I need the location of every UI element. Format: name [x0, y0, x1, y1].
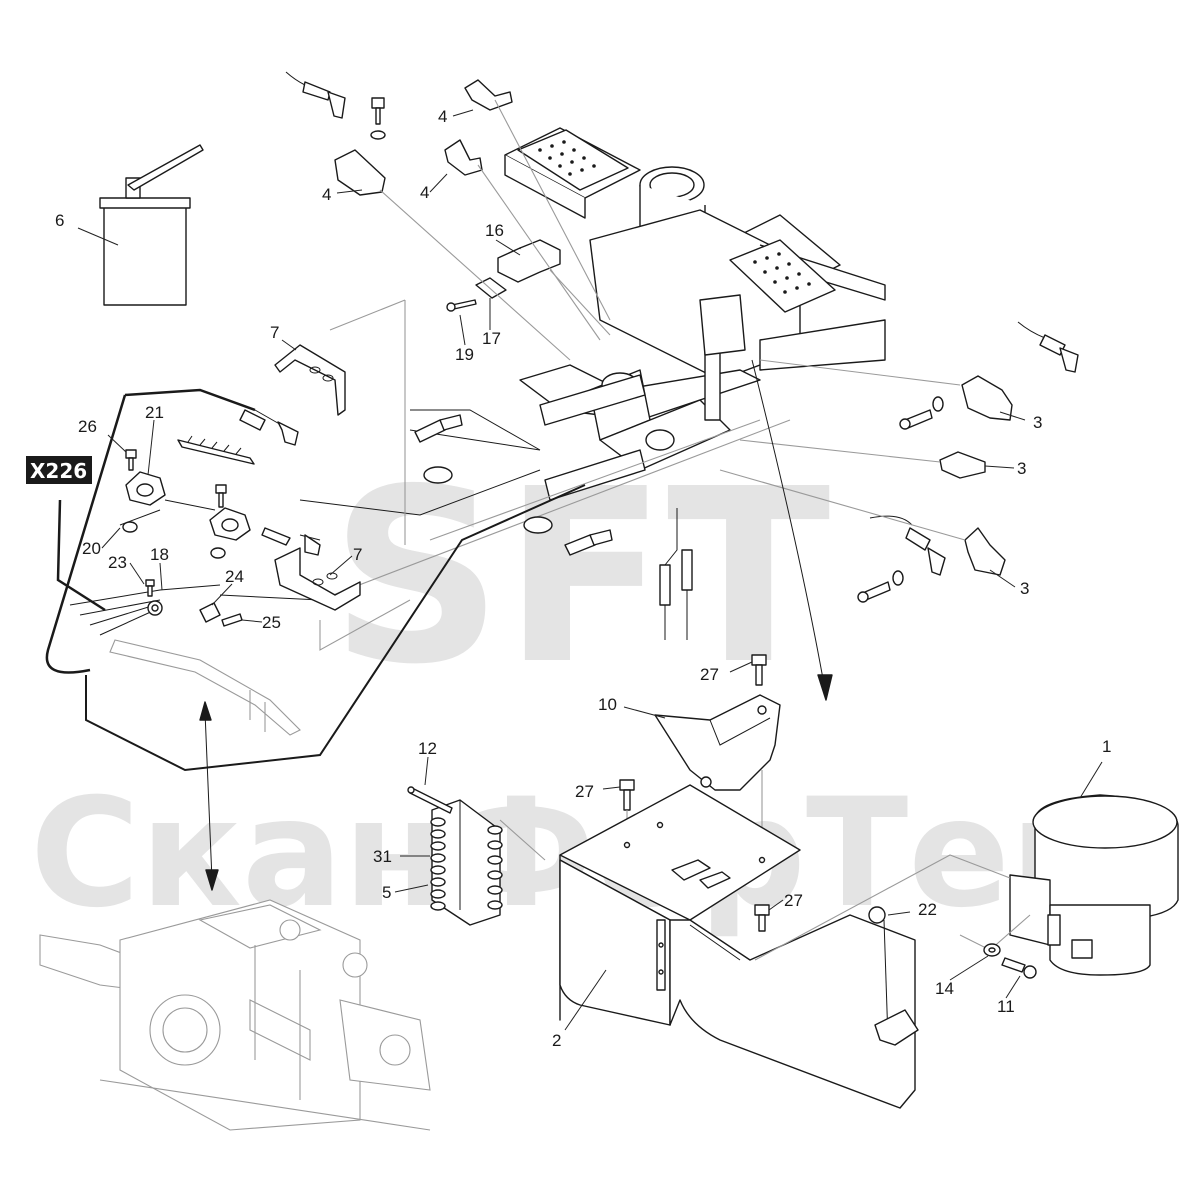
sensor-right-bottom — [857, 515, 1006, 603]
fitting-hose-top — [239, 409, 299, 446]
callout-3-top: 3 — [1033, 413, 1042, 432]
bracket-3-mid — [939, 451, 986, 479]
bolt-27-mid — [619, 779, 635, 811]
callout-20: 20 — [82, 539, 101, 558]
connector-tag-x226: X226 — [26, 456, 92, 484]
lube-lines — [69, 409, 321, 636]
sensor-right-top — [1017, 321, 1079, 373]
callout-27-low: 27 — [784, 891, 803, 910]
arrow-to-cover — [751, 359, 833, 701]
callout-11: 11 — [997, 997, 1015, 1016]
comb-strip — [177, 435, 255, 465]
callout-10: 10 — [598, 695, 617, 714]
tractor-rear — [39, 899, 431, 1131]
callout-3-mid: 3 — [1017, 459, 1026, 478]
washer-14 — [983, 943, 1001, 957]
connector-tag-label: X226 — [30, 459, 87, 483]
perforated-step-left — [517, 129, 629, 191]
fitting-24-25 — [199, 602, 243, 627]
callout-27-top: 27 — [700, 665, 719, 684]
hitch-rail — [109, 639, 301, 736]
bracket-4-mid — [444, 139, 483, 176]
perforated-step-right — [729, 239, 836, 313]
bolt-19 — [446, 299, 477, 312]
callout-1: 1 — [1102, 737, 1111, 756]
pump-reservoir — [99, 144, 204, 306]
bolt-27-top — [751, 654, 767, 686]
clamp-21 — [125, 471, 166, 506]
fitting-mid-left — [414, 414, 613, 556]
distributor-block — [407, 786, 503, 926]
bracket-4-top — [464, 79, 513, 111]
callout-26: 26 — [78, 417, 97, 436]
callout-2: 2 — [552, 1031, 561, 1050]
callout-4-top: 4 — [438, 107, 447, 126]
callout-7-bottom: 7 — [353, 545, 362, 564]
callout-labels: 1 2 3 3 3 4 4 4 5 6 7 7 10 11 12 14 16 1… — [55, 107, 1111, 1050]
clamp-16 — [497, 239, 561, 283]
bracket-7-top — [274, 344, 346, 416]
nuts — [122, 484, 227, 559]
grease-reservoir-1 — [754, 794, 1179, 976]
hinge — [656, 919, 666, 991]
callout-31: 31 — [373, 847, 392, 866]
callout-22: 22 — [918, 900, 937, 919]
callout-21: 21 — [145, 403, 164, 422]
callout-27-mid: 27 — [575, 782, 594, 801]
latch-22 — [868, 906, 919, 1046]
bolt-26 — [125, 449, 137, 471]
callout-12: 12 — [418, 739, 437, 758]
fitting-18 — [145, 579, 163, 616]
callout-3-bottom: 3 — [1020, 579, 1029, 598]
bolt-11 — [1001, 957, 1037, 979]
distributor-outlets — [430, 817, 503, 911]
callout-4-left: 4 — [322, 185, 331, 204]
callout-17: 17 — [482, 329, 501, 348]
arrow-to-tractor — [199, 701, 219, 891]
sensor-top — [285, 71, 386, 196]
callout-4-mid: 4 — [420, 183, 429, 202]
callout-24: 24 — [225, 567, 244, 586]
callout-6: 6 — [55, 211, 64, 230]
protective-cover-2 — [559, 784, 916, 1109]
bracket-3-top — [899, 375, 1013, 430]
callout-25: 25 — [262, 613, 281, 632]
leader-lines-brackets — [319, 99, 966, 651]
mounting-plate-10 — [654, 694, 781, 791]
callout-18: 18 — [150, 545, 169, 564]
callout-19: 19 — [455, 345, 474, 364]
sensor-pair — [659, 508, 693, 640]
callout-7-top: 7 — [270, 323, 279, 342]
plate-17 — [475, 277, 507, 299]
callout-5: 5 — [382, 883, 391, 902]
callout-leaders — [77, 109, 1103, 1031]
callout-23: 23 — [108, 553, 127, 572]
callout-14: 14 — [935, 979, 954, 998]
clamp-center — [209, 507, 321, 556]
callout-16: 16 — [485, 221, 504, 240]
